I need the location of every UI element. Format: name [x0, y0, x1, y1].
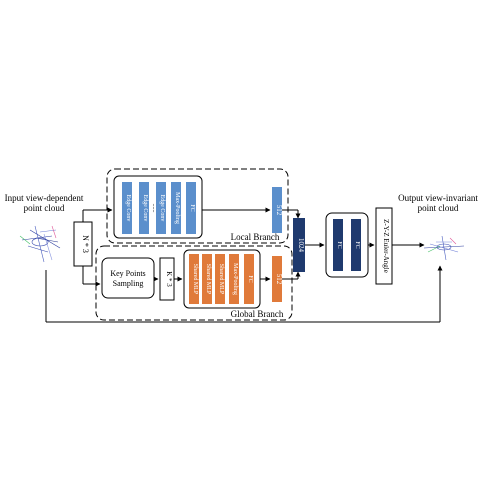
svg-text:FC: FC — [189, 204, 195, 211]
svg-text:FC: FC — [354, 241, 360, 248]
local-layer-2: Edge Conv — [139, 182, 149, 234]
euler-angle-box — [375, 207, 393, 285]
svg-text:FC: FC — [336, 241, 342, 248]
svg-text:512: 512 — [275, 274, 283, 285]
svg-text:Shared MLP: Shared MLP — [205, 264, 211, 295]
local-maxpool: Max-Pooling — [171, 182, 181, 234]
global-maxpool: Max-Pooling — [229, 254, 239, 304]
local-layer-ellipsis: ...... — [151, 204, 157, 214]
output-point-cloud — [423, 235, 465, 261]
svg-text:Shared MLP: Shared MLP — [218, 264, 224, 295]
svg-text:512: 512 — [275, 205, 283, 216]
local-layer-1: Edge Conv — [122, 182, 132, 234]
svg-text:1024: 1024 — [297, 238, 305, 253]
global-layer-1: Shared MLP — [189, 254, 199, 304]
global-branch-box — [95, 245, 293, 321]
svg-text:Max-Pooling: Max-Pooling — [174, 192, 180, 224]
keypoints-sampling-box — [101, 257, 155, 299]
svg-text:Edge Conv: Edge Conv — [159, 195, 165, 222]
global-fc: FC — [244, 254, 254, 304]
fc-block — [325, 212, 369, 278]
input-label-line1: Input view-dependent — [5, 193, 84, 203]
global-layer-2: Shared MLP — [202, 254, 212, 304]
local-fc: FC — [186, 182, 196, 234]
output-label-line1: Output view-invariant — [398, 193, 478, 203]
fc-layer-1: FC — [333, 219, 343, 271]
output-label-line2: point cloud — [418, 203, 459, 213]
kx3-label: K * 3 — [165, 271, 173, 287]
svg-text:Shared MLP: Shared MLP — [192, 264, 198, 295]
euler-angle-label: Z-Y-Z Euler-Angle — [382, 219, 390, 273]
input-point-cloud — [19, 225, 61, 263]
global-feature-512: 512 — [272, 256, 283, 302]
local-layer-3: Edge Conv — [156, 182, 166, 234]
global-layer-3: Shared MLP — [215, 254, 225, 304]
fc-layer-2: FC — [351, 219, 361, 271]
nx3-label: N * 3 — [81, 235, 90, 253]
svg-text:FC: FC — [247, 275, 253, 282]
svg-text:Edge Conv: Edge Conv — [125, 195, 131, 222]
keypoints-line1: Key Points — [110, 269, 145, 278]
local-branch-box — [106, 168, 289, 244]
global-branch-label: Global Branch — [231, 309, 284, 319]
local-feature-512: 512 — [272, 187, 283, 233]
concat-feature-1024: 1024 — [293, 218, 305, 272]
svg-text:Max-Pooling: Max-Pooling — [232, 263, 238, 295]
svg-text:Edge Conv: Edge Conv — [142, 195, 148, 222]
local-branch-label: Local Branch — [231, 232, 280, 242]
keypoints-line2: Sampling — [113, 279, 144, 288]
input-label-line2: point cloud — [24, 203, 65, 213]
